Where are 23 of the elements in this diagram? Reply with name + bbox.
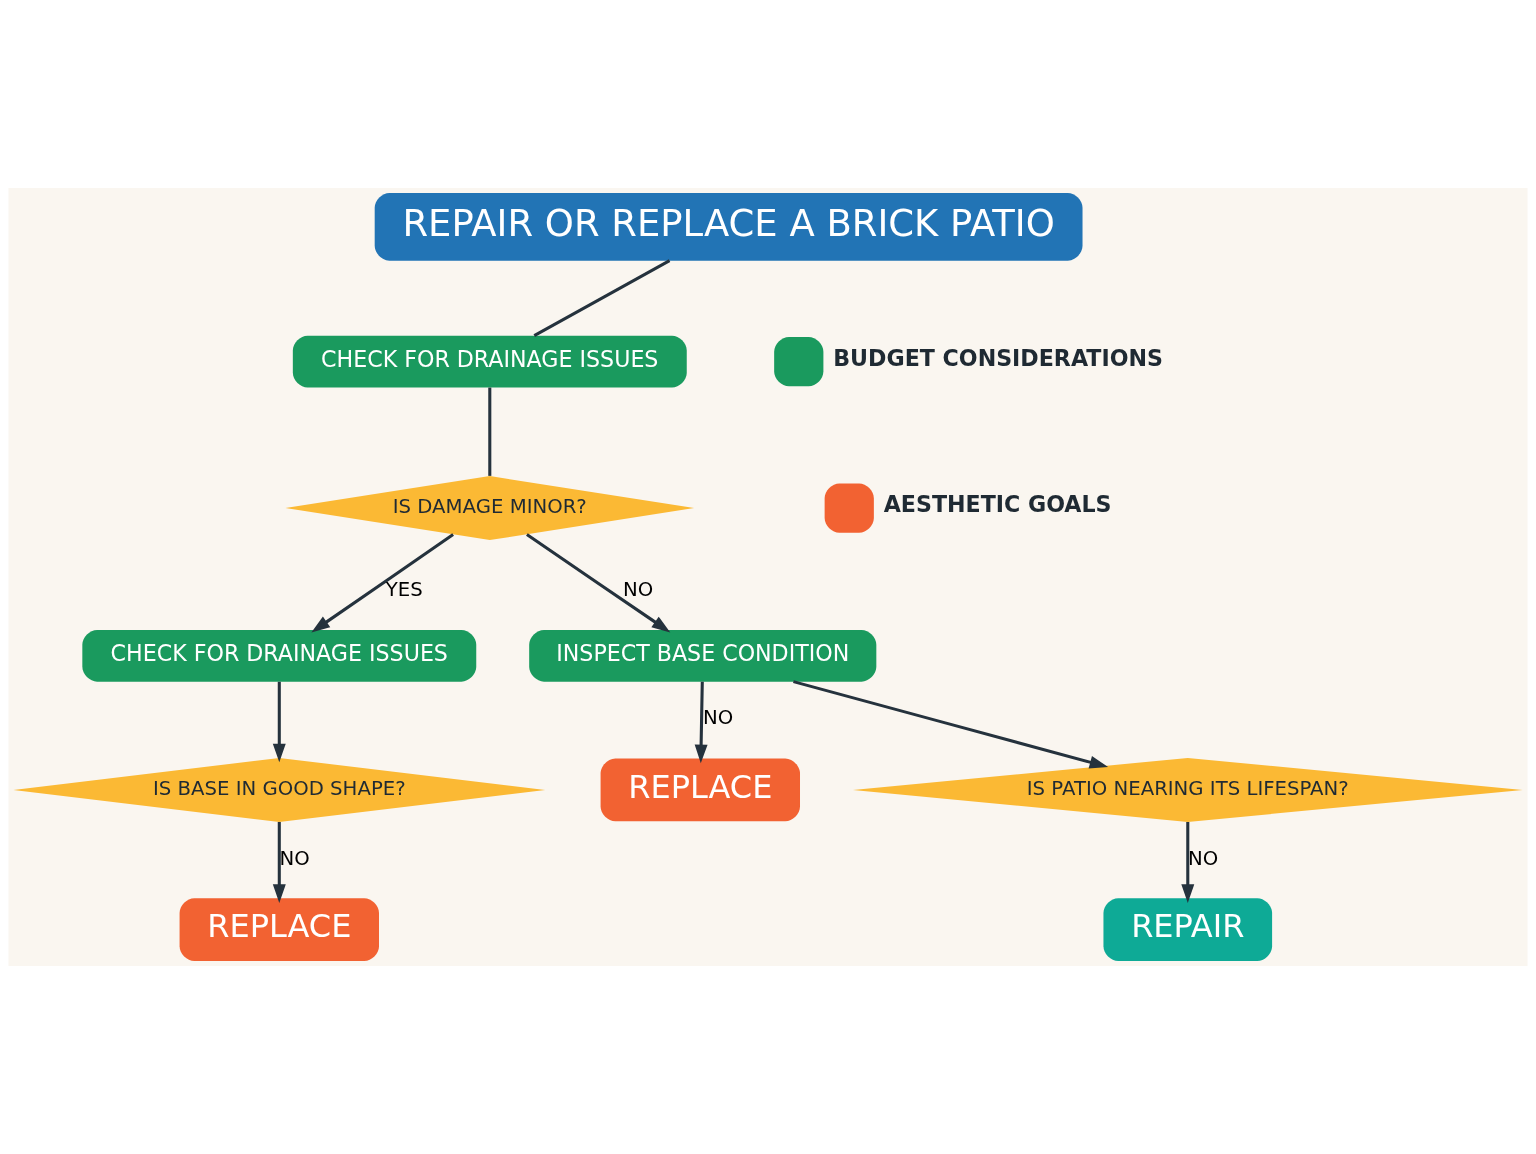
node-box: REPLACE [600,758,800,822]
arrow [272,681,286,763]
connector [488,387,492,476]
edge-label: YES [385,578,423,602]
arrow [793,680,1109,769]
arrow [311,533,454,633]
node-box: CHECK FOR DRAINAGE ISSUES [292,335,687,388]
edge-label: NO [279,846,310,870]
arrow [1181,822,1195,903]
edge-label: NO [1188,846,1219,870]
edge-label: NO [623,578,654,602]
arrow [694,681,708,764]
node-box: INSPECT BASE CONDITION [529,629,877,682]
node-box: REPAIR OR REPLACE A BRICK PATIO [374,192,1083,261]
legend-label: BUDGET CONSIDERATIONS [833,344,1163,371]
legend-label: AESTHETIC GOALS [883,491,1112,518]
edge-label: NO [703,706,734,730]
node-box: REPLACE [179,898,379,962]
node-box: CHECK FOR DRAINAGE ISSUES [82,629,477,682]
arrow [272,822,286,903]
node-box: REPAIR [1103,898,1273,962]
arrow [526,533,671,633]
connector [533,259,671,338]
